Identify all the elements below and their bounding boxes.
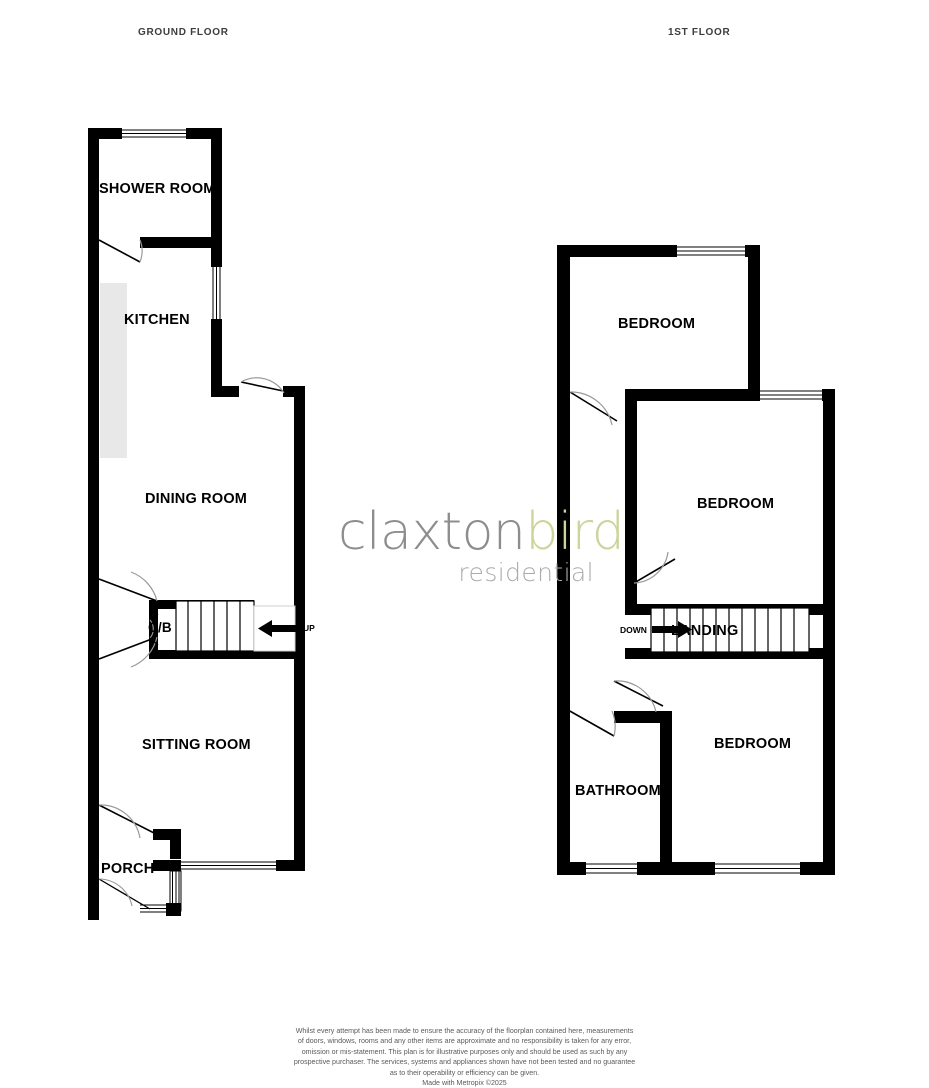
cupboard-door-arc-upper [130, 571, 158, 602]
cupboard-door-swing-mid-a [149, 613, 159, 621]
wall-ff-bottom-right [800, 862, 835, 875]
stairs-up-arrow [258, 620, 298, 637]
kitchen-fixture [100, 283, 127, 458]
room-label-landing: LANDING [671, 623, 739, 639]
first-floor-title: 1ST FLOOR [668, 27, 731, 38]
room-label-bedroom-2: BEDROOM [697, 496, 775, 512]
wall-ff-right-outer [823, 389, 835, 875]
stairs-up-label: UP [303, 623, 315, 633]
door-bedroom2-arc [633, 551, 669, 584]
door-bedroom2-swing [633, 558, 676, 584]
wall-left-outer [88, 128, 99, 920]
room-label-dining-room: DINING ROOM [145, 491, 248, 507]
door-bathroom-swing [567, 709, 615, 737]
door-kitchen-dining-swing [240, 381, 289, 393]
stair-tread-area [175, 600, 255, 652]
wall-sitting-bottom-right [276, 860, 305, 871]
first-floor-plan [557, 245, 835, 875]
wall-ff-bottom-left [557, 862, 586, 875]
wall-sitting-bottom-left [153, 860, 181, 871]
wall-bathroom-right [660, 711, 672, 863]
door-bathroom-arc [611, 710, 616, 737]
room-label-bedroom-3: BEDROOM [714, 736, 792, 752]
door-shower-room-swing [98, 239, 141, 263]
door-bedroom1-swing [569, 391, 618, 422]
door-porch-swing [98, 878, 151, 910]
room-label-bedroom-1: BEDROOM [618, 316, 696, 332]
wall-top-left-segment [88, 128, 122, 139]
room-label-porch: PORCH [101, 861, 155, 877]
room-label-bathroom: BATHROOM [575, 783, 661, 799]
door-porch-arc [98, 878, 133, 907]
wall-kitchen-step-bottom [211, 386, 239, 397]
door-shower-room-arc [139, 239, 143, 263]
disclaimer-line-2: of doors, windows, rooms and any other i… [297, 1037, 632, 1046]
door-sitting-room-swing [98, 804, 157, 835]
disclaimer-line-3: omission or mis-statement. This plan is … [301, 1047, 628, 1056]
cupboard-door-swing-mid-b [149, 637, 159, 646]
wall-right-upper [211, 128, 222, 267]
stairs-down-arrow [652, 621, 692, 638]
wall-bottom-left-stub [88, 909, 99, 920]
wall-ff-bottom-mid [637, 862, 715, 875]
door-bedroom3-arc [613, 680, 657, 713]
room-label-kitchen: KITCHEN [124, 312, 190, 328]
wall-right-kitchen-lower [211, 319, 222, 397]
wall-porch-top [153, 829, 181, 840]
wall-stairs-bottom [149, 650, 297, 659]
wall-ff-left-outer [557, 245, 570, 875]
disclaimer-text: Whilst every attempt has been made to en… [0, 1026, 929, 1088]
wall-ff-top-left [557, 245, 677, 257]
ground-floor-title: GROUND FLOOR [138, 27, 229, 38]
stairs-down-label: DOWN [620, 625, 647, 635]
cupboard-door-arc-lower [130, 636, 158, 668]
cupboard-door-swing-upper [98, 578, 158, 602]
wall-bedroom1-right [748, 245, 760, 400]
disclaimer-line-4: prospective purchaser. The services, sys… [293, 1058, 636, 1067]
wall-landing-bottom [625, 648, 835, 659]
ground-floor-plan [88, 128, 305, 920]
door-sitting-room-arc [98, 804, 141, 839]
room-label-shower-room: SHOWER ROOM [99, 181, 216, 197]
room-label-cupboard: C/B [148, 620, 172, 635]
room-label-sitting-room: SITTING ROOM [142, 737, 251, 753]
disclaimer-line-1: Whilst every attempt has been made to en… [295, 1027, 634, 1035]
door-kitchen-dining-arc [240, 377, 285, 394]
wall-bathroom-top [614, 711, 672, 723]
disclaimer-line-5: as to their operability or efficiency ca… [389, 1068, 540, 1077]
door-bedroom1-arc [569, 391, 613, 426]
cupboard-door-arc-mid [149, 619, 154, 639]
wall-porch-right-upper [170, 829, 181, 859]
wall-bedroom2-left [625, 389, 637, 604]
wall-bedroom1-bottom [625, 389, 760, 401]
wall-porch-bottom-corner [166, 903, 181, 916]
wall-top-right-segment [186, 128, 222, 139]
wall-right-lower-outer [294, 386, 305, 871]
door-bedroom3-swing [613, 680, 664, 707]
cupboard-door-swing-lower [98, 636, 158, 660]
wall-shower-kitchen-divider [140, 237, 222, 248]
